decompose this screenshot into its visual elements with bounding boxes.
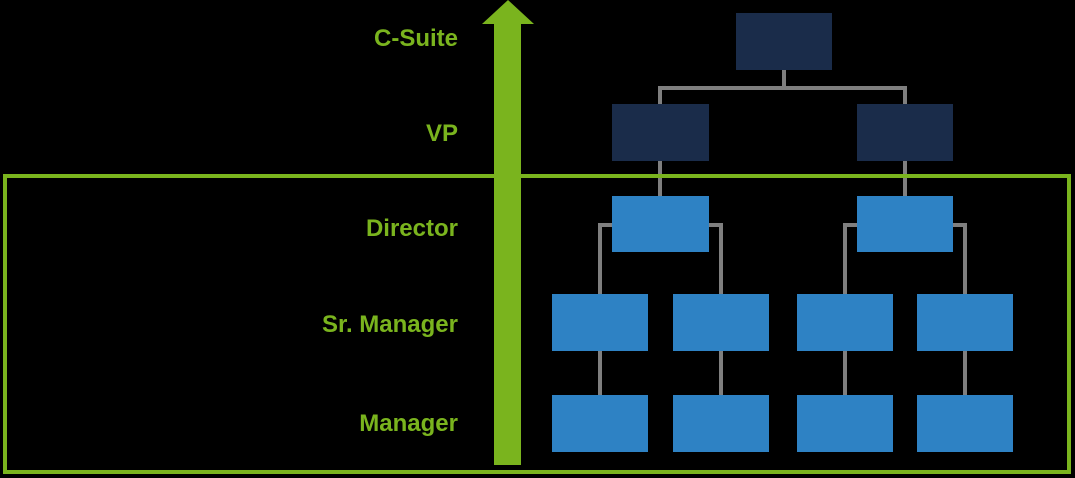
org-box-sr-manager-1 (552, 294, 648, 351)
org-box-manager-4 (917, 395, 1013, 452)
connector-mgr3-drop (843, 351, 847, 395)
org-box-sr-manager-2 (673, 294, 769, 351)
level-label-c-suite: C-Suite (374, 25, 458, 52)
org-box-sr-manager-3 (797, 294, 893, 351)
connector-vp1-drop (658, 88, 662, 104)
org-box-sr-manager-4 (917, 294, 1013, 351)
org-box-director-2 (857, 196, 953, 252)
level-label-manager: Manager (359, 410, 458, 437)
connector-srmgr4-drop (963, 225, 967, 294)
connector-srmgr1-drop (598, 225, 602, 294)
level-label-vp: VP (425, 120, 458, 147)
org-box-vp-2 (857, 104, 953, 161)
lower-levels-boundary-rect (3, 174, 1071, 474)
connector-vp1-director1 (658, 160, 662, 196)
level-label-sr-manager: Sr. Manager (321, 311, 458, 338)
connector-mgr2-drop (719, 351, 723, 395)
org-box-vp-1 (612, 104, 709, 161)
connector-csuite-drop (782, 69, 786, 88)
connector-srmgr2-drop (719, 225, 723, 294)
connector-mgr1-drop (598, 351, 602, 395)
org-box-manager-1 (552, 395, 648, 452)
connector-vp2-drop (903, 88, 907, 104)
connector-csuite-span (658, 86, 907, 90)
org-box-manager-3 (797, 395, 893, 452)
connector-srmgr3-drop (843, 225, 847, 294)
connector-mgr4-drop (963, 351, 967, 395)
org-box-c-suite (736, 13, 832, 70)
connector-vp2-director2 (903, 160, 907, 196)
level-label-director: Director (365, 215, 458, 242)
org-box-manager-2 (673, 395, 769, 452)
org-box-director-1 (612, 196, 709, 252)
up-arrow-shaft (494, 22, 521, 465)
up-arrow-head-icon (482, 0, 534, 24)
